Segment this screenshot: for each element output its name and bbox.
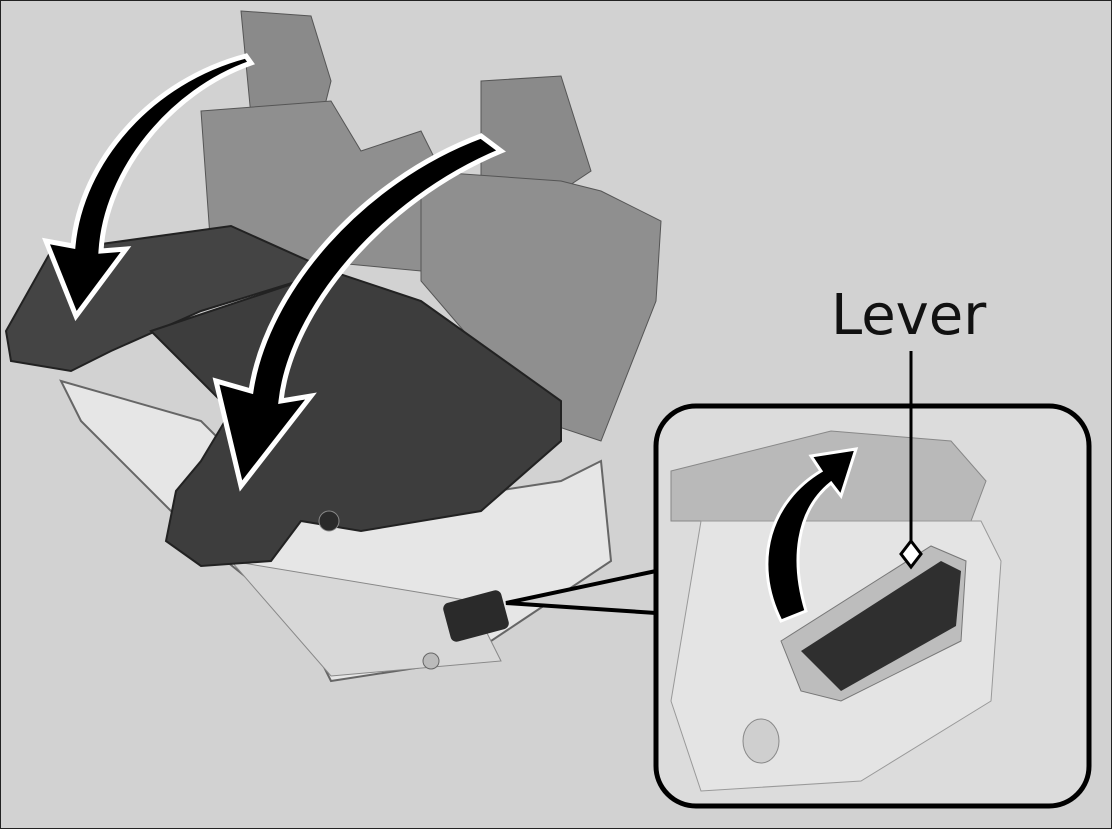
- lever-handle: [801, 561, 961, 691]
- lift-arrow: [765, 447, 859, 623]
- lever-small: [443, 590, 509, 642]
- seat-base: [59, 379, 613, 683]
- lever-detail-inset: [653, 351, 1092, 809]
- fold-arrows: [41, 53, 506, 492]
- left-fold-arrow: [41, 53, 255, 322]
- right-fold-arrow: [212, 133, 506, 492]
- lever-label: Lever: [831, 283, 987, 348]
